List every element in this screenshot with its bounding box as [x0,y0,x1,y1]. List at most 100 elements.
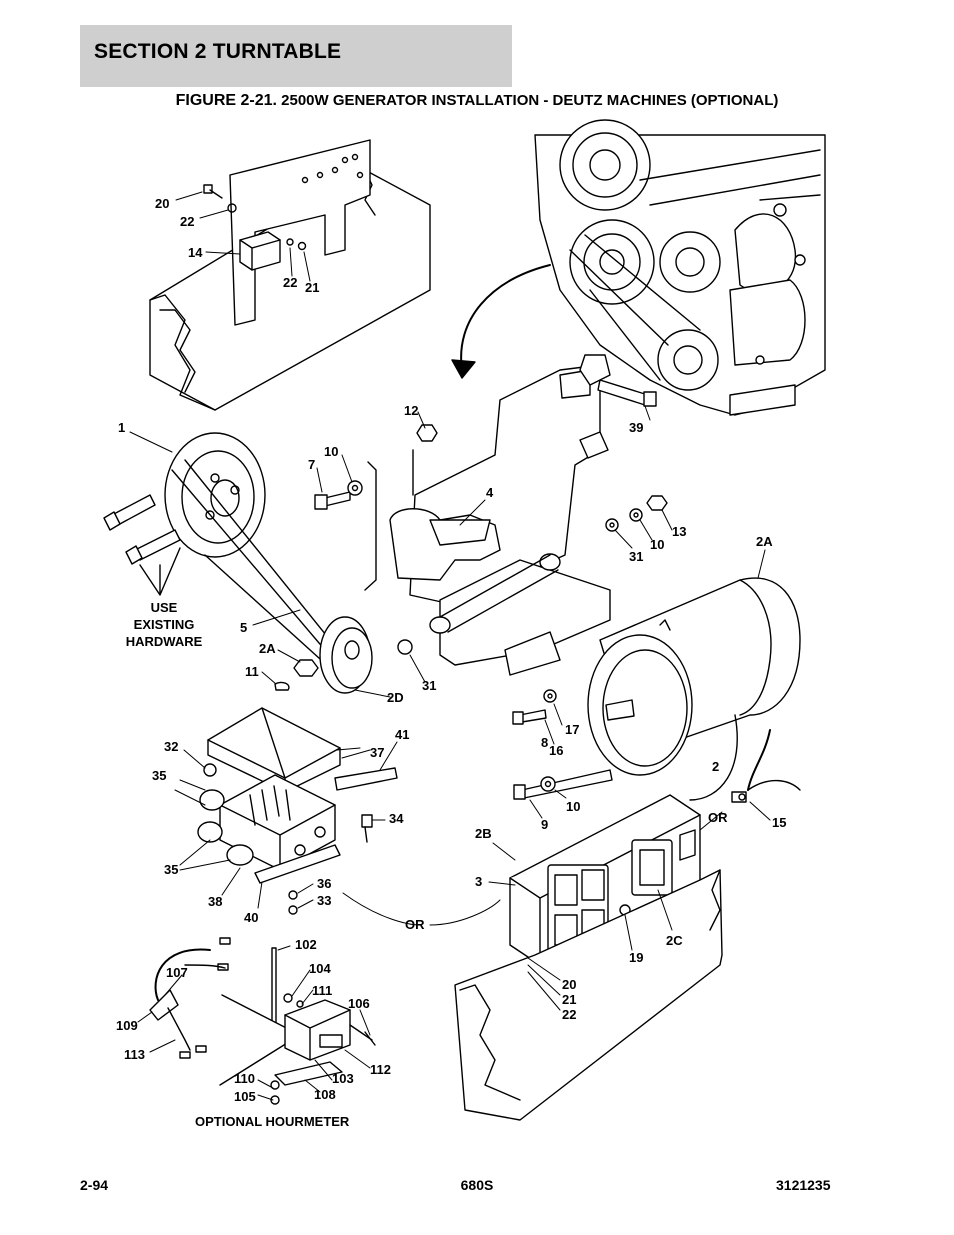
callout: 34 [389,811,404,826]
model-number: 680S [460,1177,494,1193]
callout: 102 [295,937,317,952]
hourmeter-unit [219,947,376,1105]
callout: 21 [305,280,319,295]
callout: 5 [240,620,247,635]
callout: 40 [244,910,258,925]
callout: 7 [308,457,315,472]
figure-number: FIGURE 2-21. [175,92,277,109]
bolt-part-39 [559,354,657,459]
screw-part-20-upper [203,184,237,213]
drive-belt-and-pulley [164,432,373,694]
nut-21 [297,241,307,251]
relay-part-14 [239,231,281,271]
bolt-part-7 [314,461,377,591]
nut-part-2A [293,659,319,677]
leader-lines [129,191,771,1101]
callout: 110 [234,1071,255,1086]
callout: 41 [395,727,409,742]
callout: 112 [370,1062,391,1077]
install-arrowhead [451,359,476,379]
callout: 2D [387,690,404,705]
callout: 32 [164,739,178,754]
callout: 21 [562,992,576,1007]
callout: 107 [166,965,188,980]
existing-hardware-bolts [103,494,181,596]
callout: 2 [712,759,719,774]
connector-part-15 [731,729,801,803]
document-number: 3121235 [776,1177,831,1193]
hourmeter-harness [149,937,231,1059]
callout: 2C [666,933,683,948]
callout: 2B [475,826,492,841]
callout: 3 [475,874,482,889]
callout: 111 [312,983,332,998]
figure-title: 2500W GENERATOR INSTALLATION - DEUTZ MAC… [281,92,779,109]
callout: 12 [404,403,418,418]
callout: 2A [756,534,773,549]
callout: 31 [629,549,643,564]
callout: 11 [245,664,259,679]
callout: 22 [562,1007,576,1022]
callout: 2A [259,641,276,656]
mounting-plate-upper [229,139,371,326]
callout: 10 [324,444,338,459]
callout: 35 [164,862,178,877]
callout: 22 [283,275,297,290]
callout: 10 [650,537,664,552]
callout: 10 [566,799,580,814]
callout: 106 [348,996,370,1011]
callout: 1 [118,420,125,435]
callout: 108 [314,1087,336,1102]
callout: 109 [116,1018,138,1033]
callout: 31 [422,678,436,693]
page-number: 2-94 [80,1177,109,1193]
section-banner: SECTION 2 TURNTABLE [80,25,512,87]
callout: 20 [155,196,169,211]
callout: 8 [541,735,548,750]
or-label-connector: OR [708,810,728,825]
callout: 33 [317,893,331,908]
washers-parts-31-10-13 [605,495,668,532]
callout: 104 [309,961,331,976]
callout: 103 [332,1071,354,1086]
callout: 16 [549,743,563,758]
turntable-frame-lower [454,869,723,1121]
callout: 17 [565,722,579,737]
install-arrow [460,264,551,371]
callout: 38 [208,894,222,909]
callout: 13 [672,524,686,539]
callout: 39 [629,420,643,435]
junction-box-base [197,763,398,915]
generator-bracket [389,364,611,676]
callout: 105 [234,1089,256,1104]
or-label-box: OR [405,917,425,932]
generator-unit [587,577,801,776]
callout: 19 [629,950,643,965]
callout: 36 [317,876,331,891]
junction-box-cover [207,707,341,793]
key-part-11 [274,681,290,691]
callout: 15 [772,815,786,830]
callout: 35 [152,768,166,783]
callout: 37 [370,745,384,760]
callout-curve-2 [689,714,738,801]
washer-22 [286,238,294,246]
callout: 14 [188,245,203,260]
note-existing: EXISTING [134,617,195,632]
section-title: SECTION 2 TURNTABLE [94,40,342,63]
generator-bolts [512,689,613,800]
figure-caption: FIGURE 2-21. 2500W GENERATOR INSTALLATIO… [0,92,954,110]
callout-labels: 20 22 14 22 21 1 12 10 7 4 39 31 10 13 2… [116,196,786,1129]
washer-part-31 [397,639,413,655]
callout: 4 [486,485,494,500]
engine-assembly [534,119,826,416]
callout: 113 [124,1047,145,1062]
optional-hourmeter-label: OPTIONAL HOURMETER [195,1114,350,1129]
callout: 20 [562,977,576,992]
note-hardware: HARDWARE [126,634,203,649]
callout: 22 [180,214,194,229]
nut-part-12 [416,424,438,442]
note-use: USE [151,600,178,615]
callout: 9 [541,817,548,832]
